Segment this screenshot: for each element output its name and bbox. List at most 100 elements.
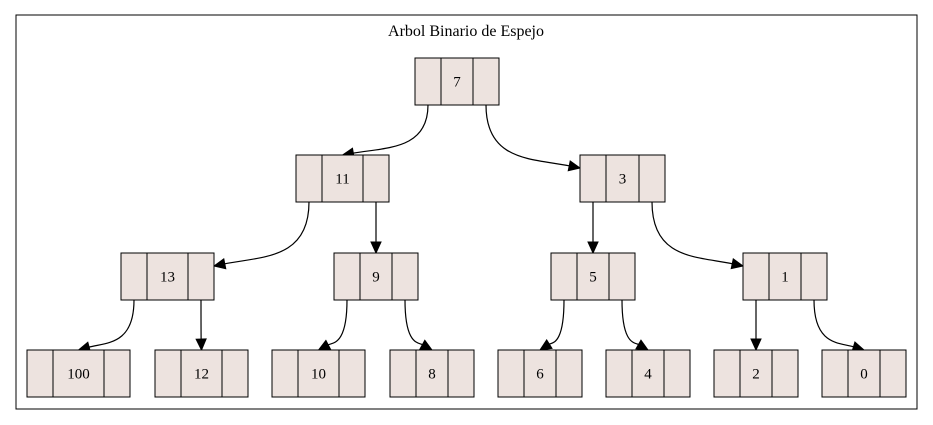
node-left-pointer-cell bbox=[579, 154, 607, 203]
tree-node: 12 bbox=[154, 349, 249, 398]
tree-node: 100 bbox=[26, 349, 131, 398]
node-value-cell bbox=[180, 349, 223, 398]
tree-edge bbox=[538, 299, 565, 351]
node-value-cell bbox=[359, 252, 393, 301]
node-value-cell bbox=[631, 349, 665, 398]
node-value-cell bbox=[847, 349, 881, 398]
diagram-title: Arbol Binario de Espejo bbox=[388, 23, 544, 40]
tree-node: 11 bbox=[295, 154, 390, 203]
node-value-label: 6 bbox=[536, 367, 544, 383]
node-left-pointer-cell bbox=[26, 349, 54, 398]
tree-node: 10 bbox=[271, 349, 366, 398]
node-left-pointer-cell bbox=[333, 252, 361, 301]
node-value-label: 13 bbox=[160, 270, 175, 286]
tree-node: 5 bbox=[550, 252, 636, 301]
node-value-cell bbox=[146, 252, 189, 301]
node-right-pointer-cell bbox=[663, 349, 691, 398]
node-value-cell bbox=[297, 349, 340, 398]
node-value-label: 3 bbox=[619, 172, 627, 188]
node-right-pointer-cell bbox=[555, 349, 583, 398]
tree-node: 2 bbox=[713, 349, 799, 398]
tree-edge bbox=[195, 299, 207, 352]
node-right-pointer-cell bbox=[638, 154, 666, 203]
node-right-pointer-cell bbox=[338, 349, 366, 398]
arrowhead-icon bbox=[538, 339, 553, 351]
tree-edge-line bbox=[621, 299, 639, 346]
node-left-pointer-cell bbox=[271, 349, 299, 398]
tree-edge-line bbox=[485, 104, 570, 167]
node-value-cell bbox=[523, 349, 557, 398]
arrowhead-icon bbox=[587, 241, 599, 255]
node-left-pointer-cell bbox=[414, 57, 442, 106]
node-right-pointer-cell bbox=[771, 349, 799, 398]
node-value-cell bbox=[576, 252, 610, 301]
node-right-pointer-cell bbox=[447, 349, 475, 398]
tree-edge-line bbox=[224, 201, 310, 265]
node-right-pointer-cell bbox=[187, 252, 215, 301]
node-value-label: 1 bbox=[781, 270, 789, 286]
node-value-label: 10 bbox=[311, 367, 326, 383]
node-right-pointer-cell bbox=[362, 154, 390, 203]
arrowhead-icon bbox=[195, 338, 207, 352]
node-value-label: 4 bbox=[644, 367, 652, 383]
tree-edge-line bbox=[88, 299, 135, 348]
node-left-pointer-cell bbox=[154, 349, 182, 398]
tree-edge-line bbox=[651, 201, 733, 265]
tree-node: 13 bbox=[120, 252, 215, 301]
tree-edge-line bbox=[404, 299, 423, 346]
arrowhead-icon bbox=[730, 257, 745, 270]
tree-node: 1 bbox=[742, 252, 828, 301]
node-value-label: 11 bbox=[335, 172, 349, 188]
arrowhead-icon bbox=[750, 338, 762, 352]
node-left-pointer-cell bbox=[295, 154, 323, 203]
node-value-label: 2 bbox=[752, 367, 760, 383]
arrowhead-icon bbox=[635, 339, 650, 351]
tree-edge bbox=[651, 201, 745, 270]
arrowhead-icon bbox=[212, 258, 227, 270]
node-left-pointer-cell bbox=[605, 349, 633, 398]
tree-edge-line bbox=[353, 104, 429, 154]
node-right-pointer-cell bbox=[221, 349, 249, 398]
node-left-pointer-cell bbox=[389, 349, 417, 398]
node-value-cell bbox=[321, 154, 364, 203]
node-value-cell bbox=[739, 349, 773, 398]
node-value-cell bbox=[52, 349, 105, 398]
node-value-cell bbox=[415, 349, 449, 398]
tree-edge bbox=[587, 202, 599, 255]
tree-node: 8 bbox=[389, 349, 475, 398]
node-right-pointer-cell bbox=[800, 252, 828, 301]
node-left-pointer-cell bbox=[821, 349, 849, 398]
tree-edge bbox=[370, 202, 382, 255]
node-value-label: 12 bbox=[194, 367, 209, 383]
tree-edge bbox=[750, 299, 762, 352]
node-right-pointer-cell bbox=[608, 252, 636, 301]
node-right-pointer-cell bbox=[472, 57, 500, 106]
tree-edge-line bbox=[813, 299, 854, 348]
node-value-label: 100 bbox=[67, 367, 90, 383]
arrowhead-icon bbox=[567, 160, 582, 172]
tree-edge bbox=[485, 104, 582, 172]
tree-edge bbox=[212, 201, 310, 270]
tree-edge-line bbox=[549, 299, 565, 345]
tree-node: 9 bbox=[333, 252, 419, 301]
nodes-layer: 7 11 3 13 9 5 1 100 12 10 8 6 4 2 0 bbox=[26, 57, 907, 398]
node-value-label: 0 bbox=[860, 367, 868, 383]
node-left-pointer-cell bbox=[713, 349, 741, 398]
tree-node: 0 bbox=[821, 349, 907, 398]
tree-node: 3 bbox=[579, 154, 666, 203]
node-value-label: 8 bbox=[428, 367, 436, 383]
tree-edge bbox=[621, 299, 650, 351]
edges-layer bbox=[77, 104, 866, 353]
arrowhead-icon bbox=[370, 241, 382, 255]
tree-node: 4 bbox=[605, 349, 691, 398]
node-value-label: 9 bbox=[372, 270, 380, 286]
node-value-label: 7 bbox=[453, 75, 461, 91]
node-left-pointer-cell bbox=[742, 252, 770, 301]
node-left-pointer-cell bbox=[120, 252, 148, 301]
node-right-pointer-cell bbox=[879, 349, 907, 398]
node-right-pointer-cell bbox=[391, 252, 419, 301]
tree-edge-line bbox=[327, 299, 348, 346]
node-left-pointer-cell bbox=[550, 252, 578, 301]
node-value-cell bbox=[768, 252, 802, 301]
